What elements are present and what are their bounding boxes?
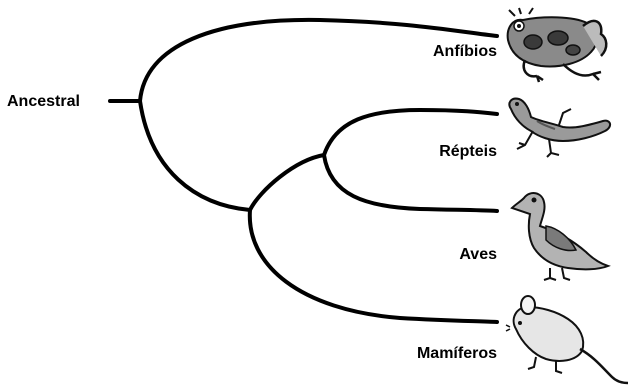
taxon-label-aves: Aves bbox=[459, 247, 497, 263]
branch-aves bbox=[324, 155, 497, 211]
branch-anfibios bbox=[140, 20, 497, 101]
pigeon-icon bbox=[512, 193, 608, 280]
branch-mamiferos bbox=[250, 210, 497, 322]
taxon-label-anfibios: Anfíbios bbox=[433, 44, 497, 60]
branch-root-node1 bbox=[140, 101, 250, 210]
mouse-icon bbox=[506, 296, 628, 383]
lizard-icon bbox=[509, 99, 610, 157]
branch-node1-node2 bbox=[250, 155, 324, 210]
frog-icon bbox=[508, 8, 607, 82]
root-label: Ancestral bbox=[7, 94, 80, 110]
taxon-label-mamiferos: Mamíferos bbox=[417, 346, 497, 362]
taxon-label-repteis: Répteis bbox=[439, 144, 497, 160]
